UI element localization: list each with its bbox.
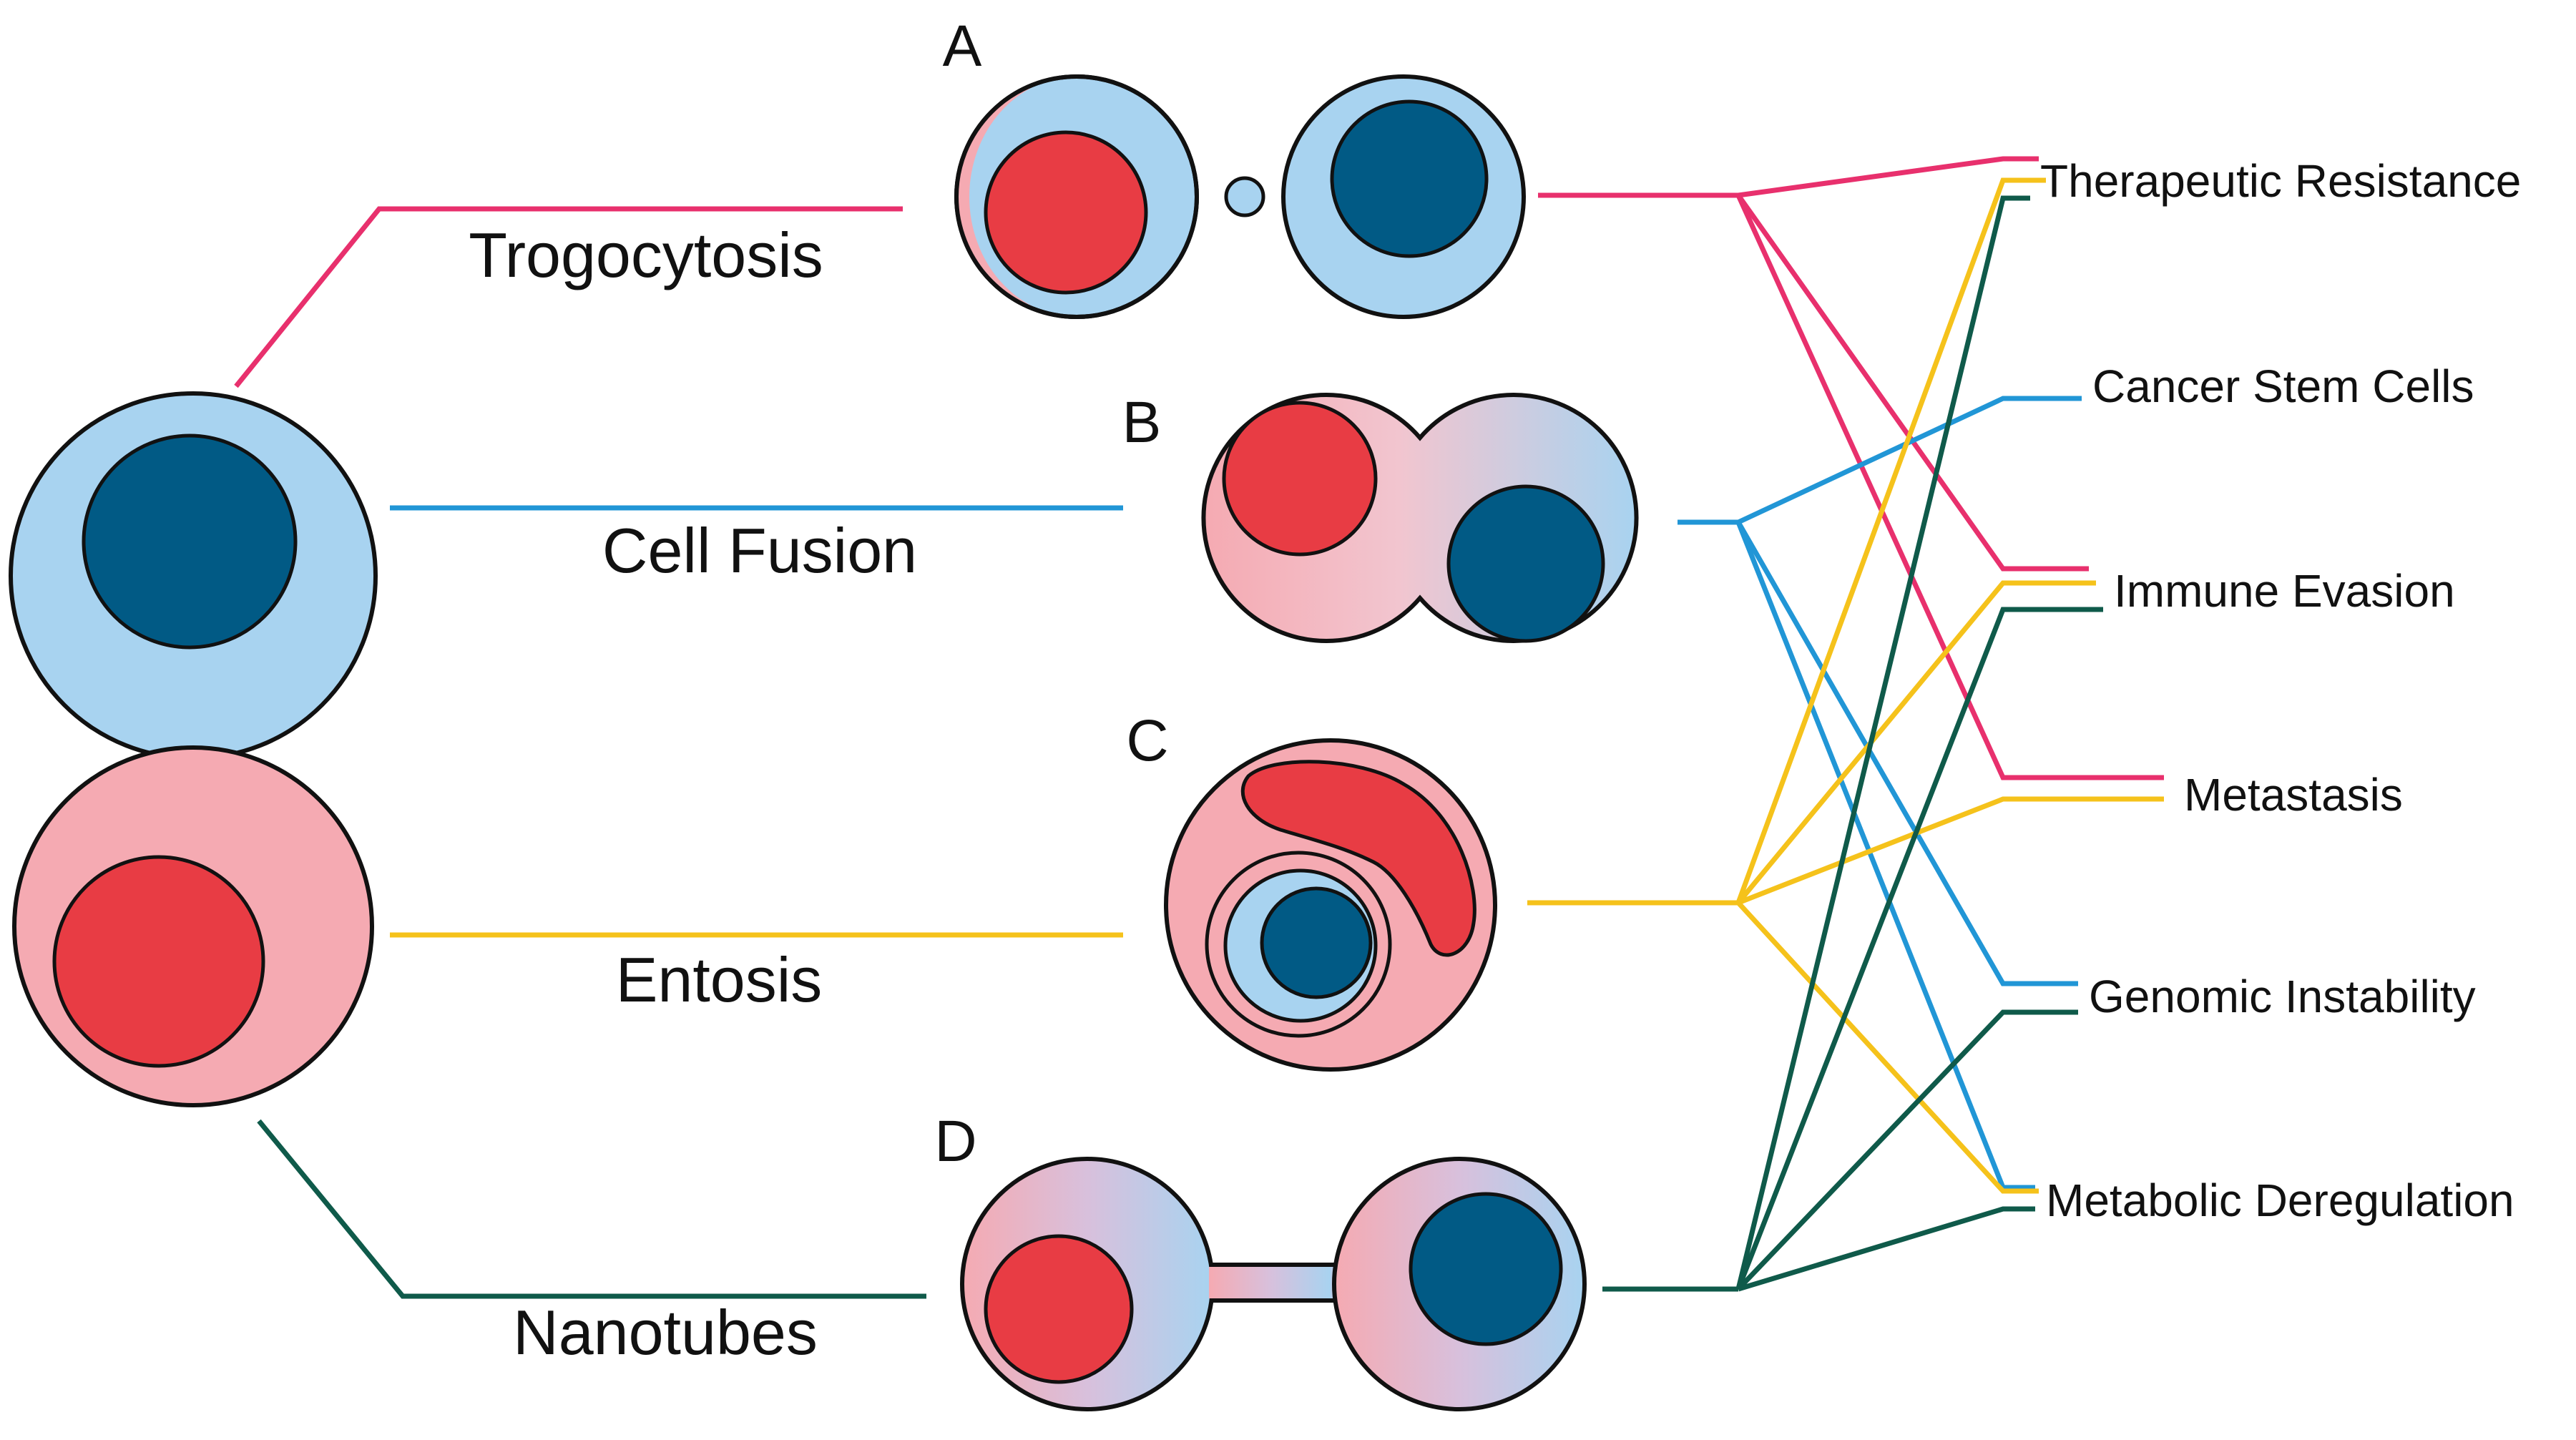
panel-letter-d: D — [934, 1109, 976, 1174]
outcome-cancer-stem-cells: Cancer Stem Cells — [2092, 361, 2474, 412]
outcome-therapeutic-resistance: Therapeutic Resistance — [2040, 155, 2521, 207]
outcome-immune-evasion: Immune Evasion — [2114, 565, 2455, 617]
nanotubes-illustration — [960, 1157, 1587, 1411]
process-label-nanotubes: Nanotubes — [513, 1297, 818, 1368]
panel-letter-a: A — [943, 14, 982, 79]
process-label-cell-fusion: Cell Fusion — [602, 515, 917, 586]
outcome-connectors — [1527, 156, 2164, 1292]
outcome-metabolic-deregulation: Metabolic Deregulation — [2046, 1175, 2514, 1226]
entosis-illustration — [1164, 738, 1497, 1072]
trogocytosis-illustration — [954, 74, 1526, 319]
panel-letter-b: B — [1122, 390, 1162, 455]
source-red-cell — [12, 745, 374, 1107]
trogocytosis-connector — [234, 206, 903, 388]
process-label-trogocytosis: Trogocytosis — [469, 220, 823, 290]
panel-letter-c: C — [1126, 708, 1168, 773]
outcome-metastasis: Metastasis — [2184, 769, 2403, 821]
outcome-genomic-instability: Genomic Instability — [2089, 971, 2476, 1022]
cell-fusion-illustration — [1201, 393, 1639, 643]
nanotubes-connector — [257, 1119, 926, 1299]
process-label-entosis: Entosis — [616, 944, 823, 1015]
source-blue-cell — [9, 391, 378, 760]
